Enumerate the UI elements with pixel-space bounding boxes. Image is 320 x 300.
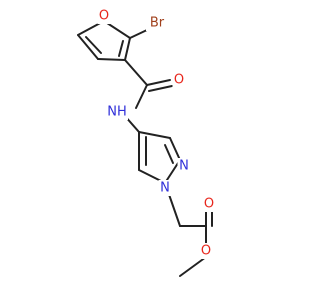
bond-c5-c4-inner	[85, 36, 102, 54]
bond-c2-br	[129, 29, 148, 39]
bond-c3-c2-inner	[118, 40, 124, 57]
atom-label-bg	[97, 8, 111, 24]
atom-label-n-pz1: N	[160, 181, 170, 196]
bond-c5-c4	[77, 34, 99, 60]
atom-label-bg	[106, 104, 128, 120]
bond-c3-c2	[124, 37, 131, 61]
atom-label-o-carbonyl: O	[204, 197, 214, 212]
bond-c3-camide	[124, 59, 148, 86]
bond-camide-o-second	[148, 85, 173, 92]
atom-label-bg	[158, 180, 172, 196]
bond-c4-c3	[97, 58, 126, 61]
bond-oester-ch3	[179, 256, 207, 277]
bond-c3pz-n2	[169, 137, 181, 161]
bond-camide-o	[146, 79, 171, 86]
atom-label-o-amide: O	[174, 73, 184, 88]
atom-label-bg	[172, 72, 186, 88]
atom-label-n-pz2: N	[179, 159, 189, 174]
atom-label-nh: NH	[107, 105, 127, 120]
atom-label-bg	[146, 15, 168, 31]
atom-label-bg	[177, 158, 191, 174]
bond-c4-c3pz	[138, 131, 171, 139]
bond-camide-nh	[135, 84, 148, 109]
bond-layer	[77, 20, 213, 277]
atom-label-br: Br	[150, 16, 165, 31]
atom-label-o-ester: O	[201, 244, 211, 259]
atom-label-o-furan: O	[99, 9, 109, 24]
atom-label-bg	[202, 196, 216, 212]
bond-c3pz-n2-inner	[164, 144, 174, 164]
atom-label-bg	[199, 243, 213, 259]
